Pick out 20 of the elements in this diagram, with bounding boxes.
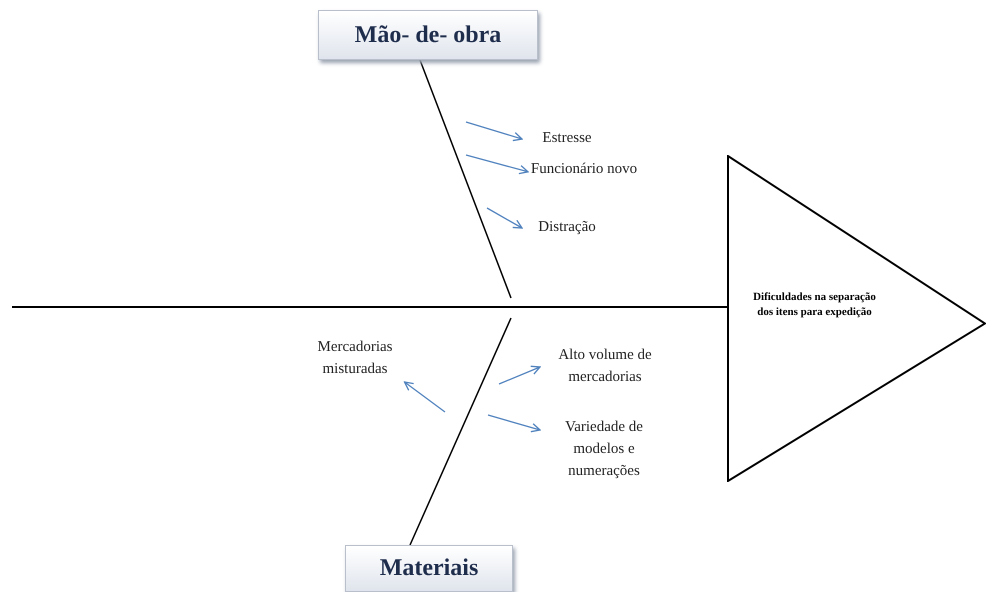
arrow xyxy=(404,381,446,413)
cause-label: Distração xyxy=(522,216,612,240)
cause-label: Estresse xyxy=(522,127,612,151)
category-box xyxy=(318,10,538,60)
cause-label: Mercadorias misturadas xyxy=(300,336,410,382)
bone-line xyxy=(419,60,512,298)
arrow xyxy=(466,121,523,142)
arrow xyxy=(488,414,541,432)
category-title: Mão- de- obra xyxy=(354,22,502,48)
cause-label: Variedade de modelos e numerações xyxy=(540,416,668,486)
category-box xyxy=(345,545,513,592)
arrow xyxy=(486,207,523,229)
cause-label: Alto volume de mercadorias xyxy=(540,344,670,390)
effect-label: Dificuldades na separação dos itens para expedição xyxy=(752,290,877,320)
arrow xyxy=(466,154,529,174)
arrow xyxy=(498,366,541,385)
cause-label: Funcionário novo xyxy=(528,158,640,204)
category-title: Materiais xyxy=(380,555,478,582)
bone-line xyxy=(409,318,512,546)
spine-line xyxy=(12,306,727,308)
